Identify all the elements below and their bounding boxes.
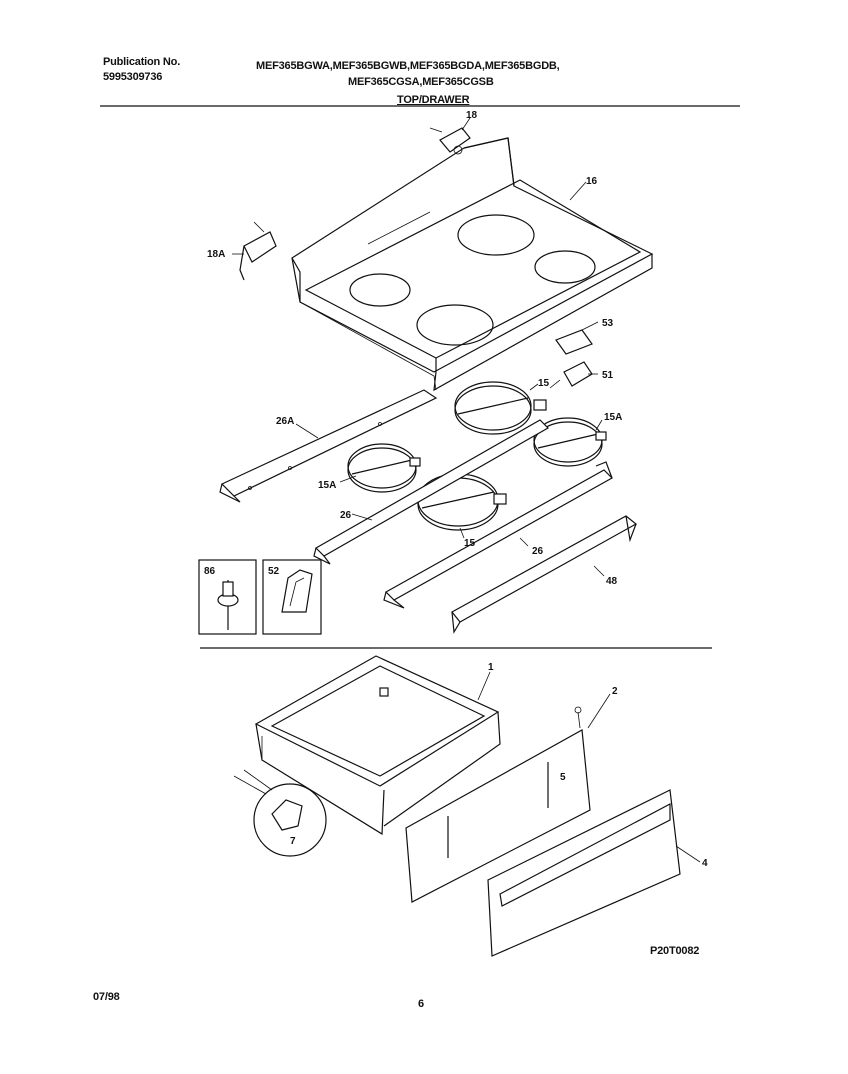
burner-rail-26-right (383, 461, 613, 609)
hinge-bracket-18a (239, 221, 277, 281)
cooktop-assembly (291, 137, 654, 392)
surface-element-15a-right (533, 417, 607, 467)
hinge-bracket-18 (429, 127, 471, 155)
leader-lines (232, 117, 701, 863)
drawer-front-4 (487, 789, 681, 957)
surface-element-15a-left (347, 443, 421, 493)
callout-26a: 26A (276, 416, 294, 427)
callout-48: 48 (606, 576, 618, 587)
inset-box-52 (262, 559, 322, 635)
trim-48 (451, 515, 638, 634)
callout-7: 7 (290, 836, 296, 847)
revision-date: 07/98 (93, 991, 120, 1003)
callout-18a: 18A (207, 249, 225, 260)
callout-26-right: 26 (532, 546, 544, 557)
callout-86: 86 (204, 566, 216, 577)
model-list-line-2: MEF365CGSA,MEF365CGSB (348, 76, 494, 88)
publication-label: Publication No. (103, 56, 181, 68)
page-number: 6 (418, 998, 424, 1010)
callout-16: 16 (586, 176, 598, 187)
drawer-panel-2 (405, 706, 591, 903)
callout-52: 52 (268, 566, 280, 577)
drawer-glide-7-detail (233, 769, 327, 857)
callout-4: 4 (702, 858, 708, 869)
callout-15-top: 15 (538, 378, 550, 389)
callout-15a-left: 15A (318, 480, 336, 491)
callout-51: 51 (602, 370, 614, 381)
callout-5: 5 (560, 772, 566, 783)
surface-element-15-top (454, 381, 547, 435)
burner-rail-26-left (313, 419, 549, 565)
inset-box-86 (198, 559, 257, 635)
burner-rail-26a (219, 389, 438, 503)
callout-1: 1 (488, 662, 494, 673)
callout-2: 2 (612, 686, 618, 697)
callout-15-middle: 15 (464, 538, 476, 549)
callout-53: 53 (602, 318, 614, 329)
publication-number: 5995309736 (103, 71, 163, 83)
callout-18: 18 (466, 110, 478, 121)
model-list-line-1: MEF365BGWA,MEF365BGWB,MEF365BGDA,MEF365B… (256, 60, 560, 72)
section-title: TOP/DRAWER (397, 94, 470, 106)
drawing-code: P20T0082 (650, 945, 700, 957)
drawer-body-1 (254, 655, 501, 836)
callout-26-left: 26 (340, 510, 352, 521)
infinite-switch-parts (549, 329, 593, 389)
callout-15a-right: 15A (604, 412, 622, 423)
